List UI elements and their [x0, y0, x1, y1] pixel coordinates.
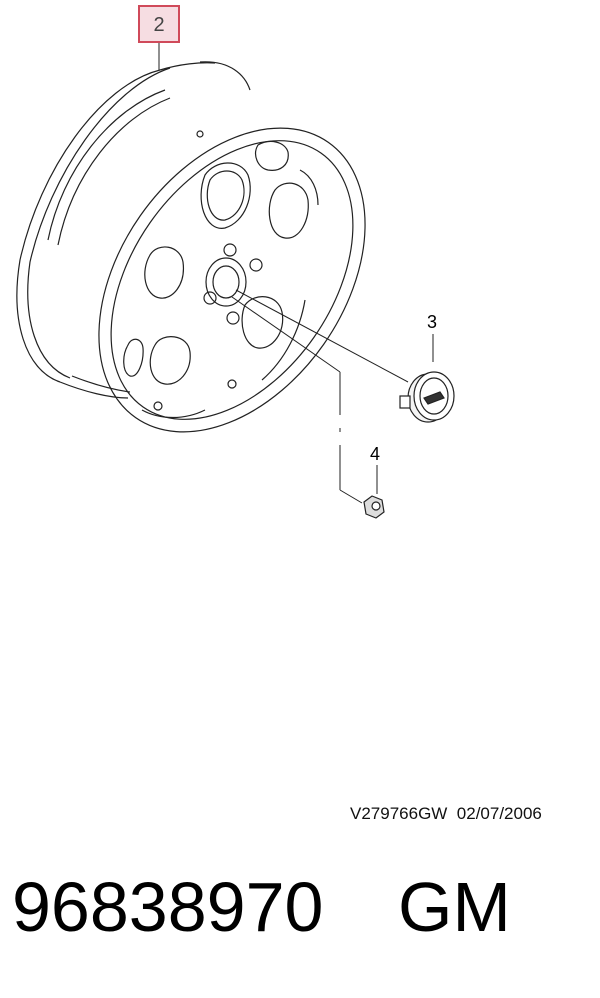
- callout-wheel-box[interactable]: 2: [138, 5, 180, 43]
- reference-id: V279766GW: [350, 804, 448, 823]
- callout-lug-nut[interactable]: 4: [370, 444, 381, 464]
- part-number: 96838970: [12, 868, 324, 946]
- lug-nut-icon: [363, 495, 385, 519]
- callout-center-cap[interactable]: 3: [427, 312, 438, 332]
- alloy-wheel-icon: [16, 43, 366, 433]
- reference-date: 02/07/2006: [456, 804, 542, 823]
- reference-code: V279766GW 02/07/2006: [350, 804, 542, 824]
- center-cap-icon: [399, 371, 455, 423]
- leader-lines: [231, 289, 434, 504]
- callout-wheel[interactable]: 2: [153, 14, 165, 36]
- brand-label: GM: [398, 868, 511, 946]
